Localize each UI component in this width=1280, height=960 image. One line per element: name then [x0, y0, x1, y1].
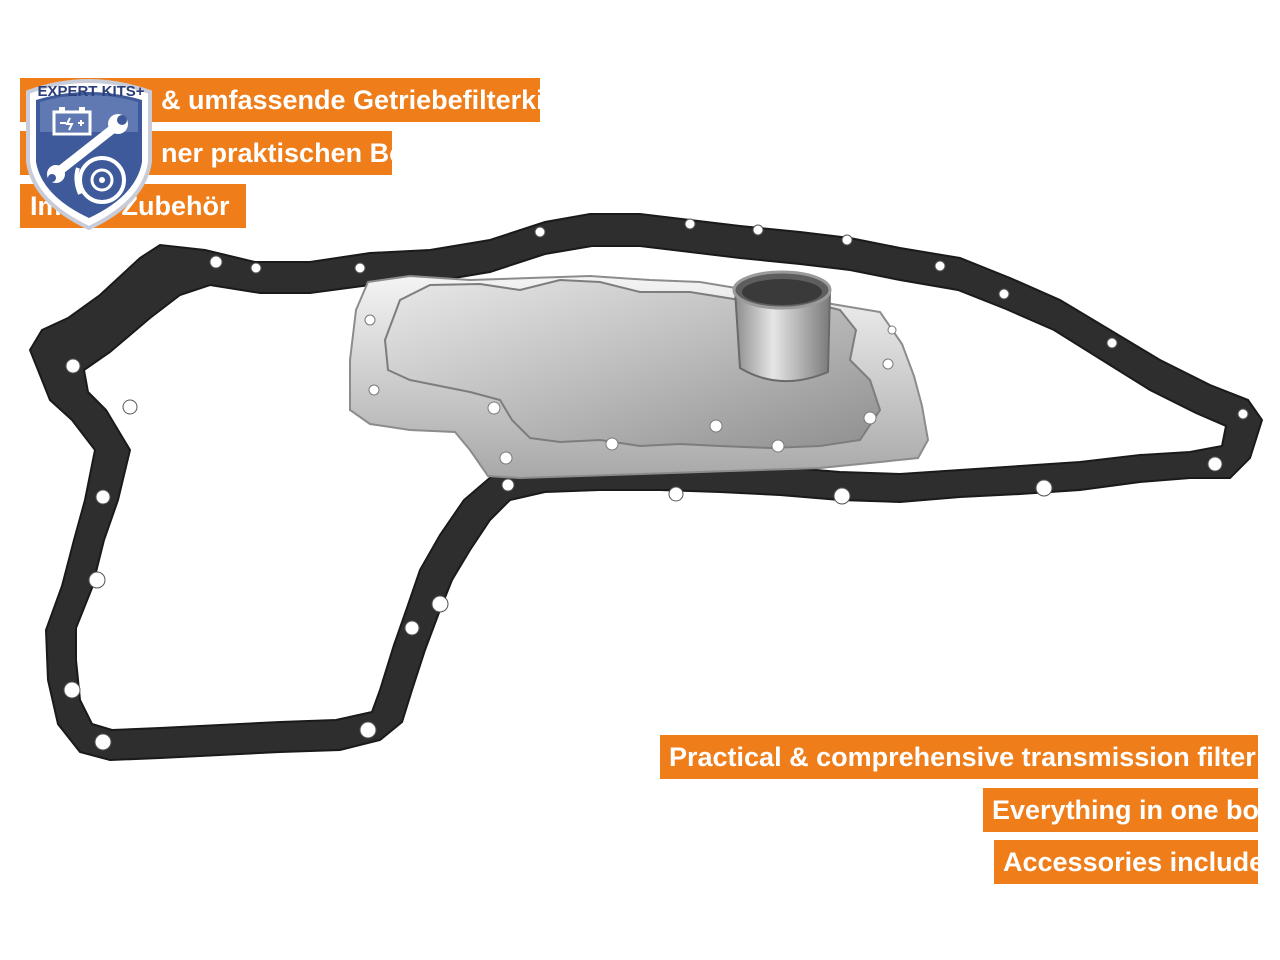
wrench-icon [47, 114, 128, 183]
banner-en-1: Practical & comprehensive transmission f… [660, 735, 1280, 779]
transmission-filter [349, 270, 930, 480]
brake-disc-icon [74, 156, 126, 204]
gasket [28, 213, 1264, 762]
banner-en-2: Everything in one box! [983, 788, 1280, 832]
badge-text: EXPERT KITS+ [37, 83, 144, 100]
expert-kits-badge: EXPERT KITS+ [26, 79, 152, 231]
battery-icon [52, 107, 92, 136]
banner-en-3: Accessories included [994, 840, 1280, 884]
